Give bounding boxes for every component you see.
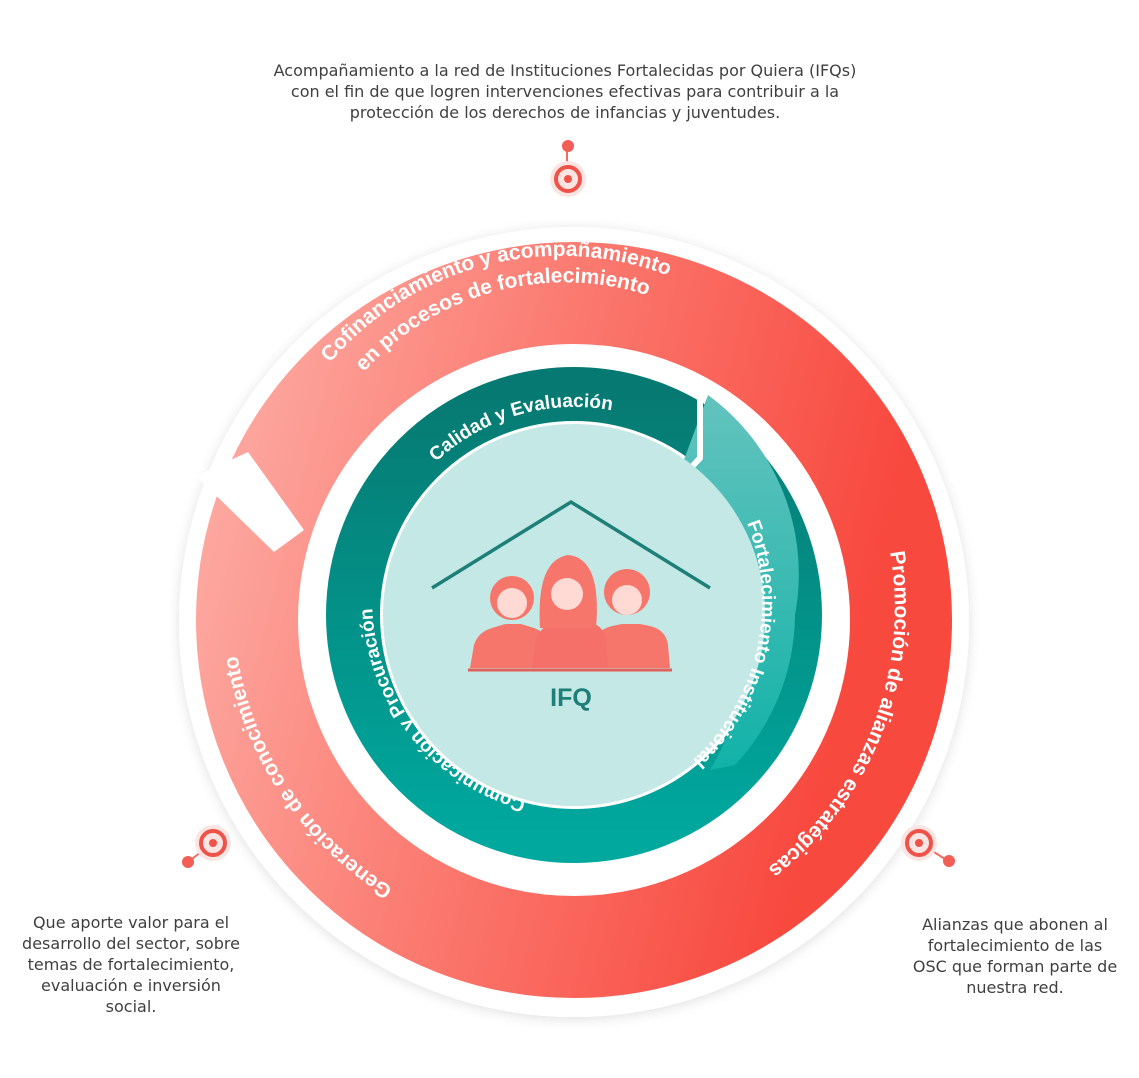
left-caption: Que aporte valor para el desarrollo del … (0, 912, 262, 1017)
top-caption-line: con el fin de que logren intervenciones … (290, 82, 840, 101)
center-label: IFQ (550, 684, 592, 712)
people-icon (468, 555, 672, 672)
right-caption-line: Alianzas que abonen al (922, 915, 1108, 934)
outer-ring (196, 242, 952, 998)
top-caption-line: protección de los derechos de infancias … (349, 103, 781, 122)
right-caption: Alianzas que abonen al fortalecimiento d… (890, 914, 1139, 998)
target-node-icon-left (182, 825, 231, 868)
target-node-icon-top (550, 140, 586, 197)
left-caption-line: temas de fortalecimiento, (27, 955, 235, 974)
left-caption-line: desarrollo del sector, sobre (22, 934, 240, 953)
top-caption: Acompañamiento a la red de Instituciones… (200, 60, 930, 123)
left-caption-line: evaluación e inversión (41, 976, 221, 995)
right-caption-line: fortalecimiento de las (927, 936, 1103, 955)
outer-ring-notch (196, 452, 304, 552)
house-roof-icon (431, 499, 711, 590)
left-caption-line: Que aporte valor para el (32, 913, 230, 932)
target-node-icon-right (901, 825, 955, 867)
right-caption-line: OSC que forman parte de (912, 957, 1118, 976)
left-caption-line: social. (105, 997, 157, 1016)
right-caption-line: nuestra red. (966, 978, 1064, 997)
top-caption-line: Acompañamiento a la red de Instituciones… (273, 61, 857, 80)
